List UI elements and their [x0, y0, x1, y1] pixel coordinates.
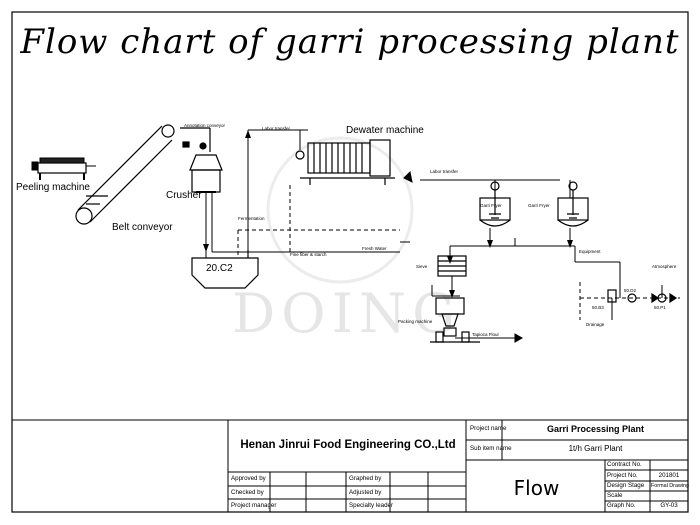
packing-machine-label: Packing machine: [398, 319, 433, 324]
garri-fryer-2-icon: [557, 181, 589, 227]
annotation-crusher-feed: Annotation conveyor: [184, 123, 226, 128]
atmosphere-label: Atmosphere: [652, 264, 677, 269]
scale-label: Scale: [607, 492, 623, 499]
graph-no-value: GY-03: [660, 502, 678, 509]
company-name: Henan Jinrui Food Engineering CO.,Ltd: [240, 439, 456, 451]
fresh-water-label: Fresh Water: [362, 246, 387, 251]
design-stage-label: Design Stage: [607, 482, 645, 489]
project-manager-label: Project manager: [231, 502, 277, 509]
belt-conveyor-label: Belt conveyor: [112, 222, 173, 233]
tapioca-flour-label: Tapioca Flour: [472, 332, 500, 337]
garri-fryer-1-icon: [479, 181, 511, 227]
dewater-machine-label: Dewater machine: [346, 125, 424, 136]
peeling-machine-icon: [31, 157, 96, 180]
tag-50d2: 50.D2: [624, 288, 637, 293]
peeling-machine-label: Peeling machine: [16, 182, 90, 193]
sub-item-label: Sub item name: [470, 445, 512, 452]
checked-by-label: Checked by: [231, 489, 264, 496]
packing-machine-icon: [430, 297, 480, 343]
belt-conveyor-icon: [75, 124, 175, 225]
design-stage-value: Formal Drawing: [651, 483, 690, 489]
graphed-by-label: Graphed by: [349, 475, 382, 482]
labor-transfer-1-label: Labor transfer: [262, 126, 291, 131]
project-name-value: Garri Processing Plant: [546, 424, 645, 434]
labor-transfer-2-label: Labor transfer: [430, 169, 459, 174]
graph-no-label: Graph No.: [607, 502, 636, 509]
sub-item-value: 1t/h Garri Plant: [568, 444, 623, 453]
dewater-machine-icon: [295, 139, 395, 185]
tag-50b3: 50.B3: [592, 305, 604, 310]
drainage-label: Drainage: [586, 322, 605, 327]
approved-by-label: Approved by: [231, 475, 266, 482]
project-no-label: Project No.: [607, 472, 638, 479]
fine-fiber-label: Fine fiber & starch: [290, 252, 327, 257]
watermark-ring: [266, 136, 414, 284]
tank-20c2-label: 20.C2: [206, 263, 233, 274]
fermentation-label: Fermentation: [238, 216, 265, 221]
project-no-value: 201801: [658, 472, 680, 479]
watermark: DOING: [232, 282, 462, 345]
drawing-name: Flow: [513, 476, 560, 500]
process-piping: [205, 129, 680, 343]
equipment-label: Equipment: [579, 249, 601, 254]
crusher-icon: [180, 127, 223, 193]
specialty-leader-label: Specialty leader: [349, 502, 394, 509]
tag-50p1: 50.P1: [654, 305, 666, 310]
tank-20c2-icon: [191, 250, 259, 289]
equipment-valves-icon: [607, 289, 678, 304]
outer-border: [11, 11, 689, 513]
sieve-icon: [437, 255, 467, 277]
garri-fryer-1-label: Garri Fryer: [480, 203, 502, 208]
sieve-label: Sieve: [416, 264, 428, 269]
title-block: [12, 419, 688, 512]
contract-no-label: Contract No.: [607, 461, 642, 468]
crusher-label: Crusher: [166, 190, 202, 201]
flow-arrows: [203, 130, 573, 298]
garri-fryer-2-label: Garri Fryer: [528, 203, 550, 208]
page-title: Flow chart of garri processing plant: [20, 22, 680, 62]
project-name-label: Project name: [470, 425, 507, 432]
adjusted-by-label: Adjusted by: [349, 489, 382, 496]
